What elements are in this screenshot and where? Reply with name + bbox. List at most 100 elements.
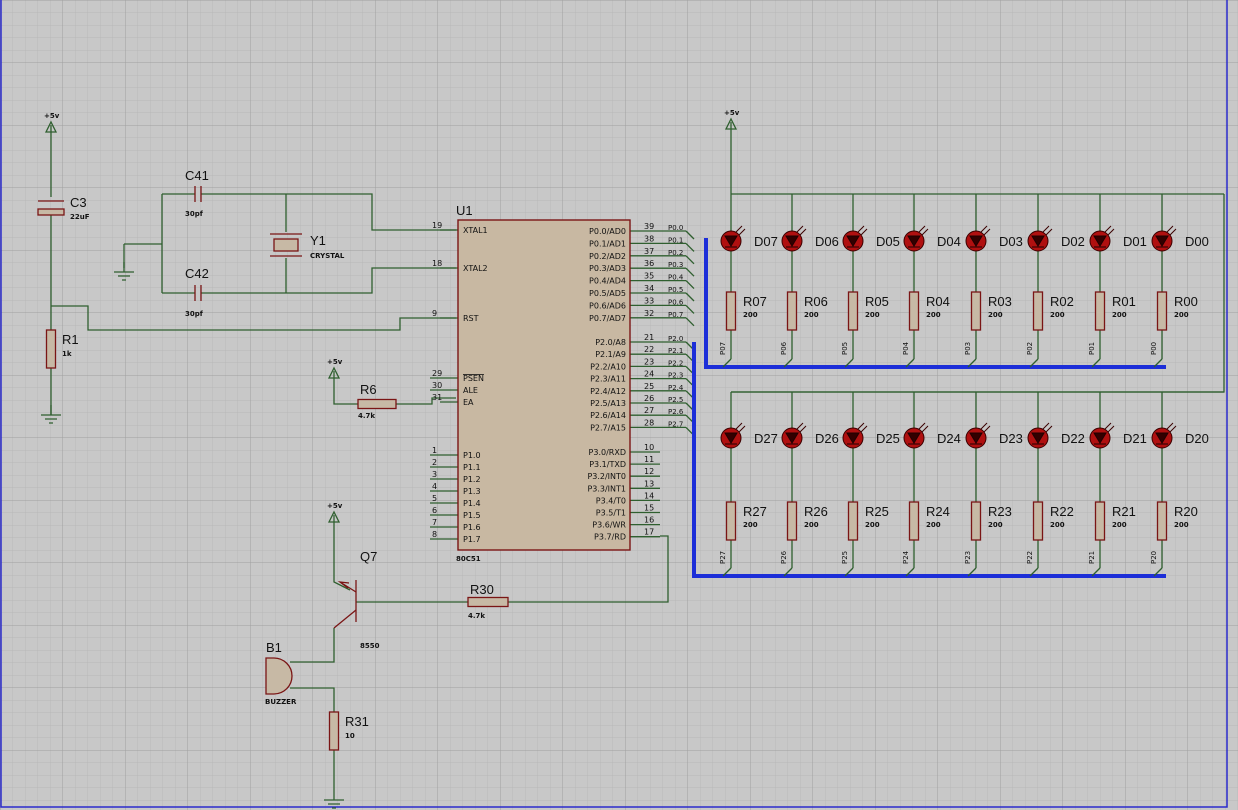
bus-entry [1029,358,1039,368]
chip-pin-number: 1 [432,446,437,455]
led-emission-arrows [980,422,991,433]
net-label: P22 [1026,551,1034,564]
chip-pin-name: P1.5 [463,511,481,520]
resistor-r26 [786,501,798,541]
led-diode-symbol [969,235,983,248]
resistor-ref: R21 [1112,504,1136,519]
led-emission-arrows [735,225,746,236]
led-emission-arrows [918,225,929,236]
chip-pin-number: 21 [644,333,654,342]
chip-pin-name: ALE [463,386,478,395]
chip-pin-number: 3 [432,470,437,479]
chip-pin-name: RST [463,314,479,323]
led-ref: D01 [1123,234,1147,249]
led-emission-arrows [796,225,807,236]
resistor-ref: R02 [1050,294,1074,309]
led-ref: D23 [999,431,1023,446]
bus-entry [722,567,732,577]
chip-part: 80C51 [456,555,481,563]
power-symbol-icon [44,120,58,138]
chip-pin-name: P1.4 [463,499,481,508]
chip-pin-number: 19 [432,221,442,230]
capacitor-c42 [194,285,202,301]
resistor-value: 200 [1112,521,1127,529]
chip-pin-name: P3.5/T1 [596,509,626,518]
resistor-value: 200 [988,311,1003,319]
led-ref: D07 [754,234,778,249]
r31-ref: R31 [345,714,369,729]
power-label: +5v [327,358,343,366]
resistor-r20 [1156,501,1168,541]
chip-pin-number: 16 [644,516,654,525]
ground-symbol-icon [324,790,344,809]
b1-value: BUZZER [265,698,297,706]
resistor-r31 [328,711,340,751]
chip-pin-name: P0.5/AD5 [589,289,626,298]
bus-entry [967,567,977,577]
bus-entry [1029,567,1039,577]
capacitor-c41 [194,186,202,202]
buzzer-leads [290,661,335,712]
led-ref: D06 [815,234,839,249]
c41-value: 30pf [185,210,204,218]
r6-ref: R6 [360,382,377,397]
resistor-value: 200 [804,521,819,529]
bus-entry [1091,358,1101,368]
led-ref: D26 [815,431,839,446]
capacitor-c3-plate-polar [37,208,65,216]
chip-pin-name: P1.7 [463,535,481,544]
power-symbol-icon [724,117,738,135]
chip-pin-number: 22 [644,345,654,354]
resistor-value: 200 [1174,521,1189,529]
chip-pin-number: 37 [644,247,654,256]
chip-pin-name: P0.2/AD2 [589,252,626,261]
power-label: +5v [327,502,343,510]
chip-pin-number: 13 [644,479,654,488]
bus-entry [967,358,977,368]
led-diode-symbol [846,432,860,445]
net-label: P20 [1150,551,1158,564]
wire-r6-left [333,384,358,405]
chip-pin-number: 38 [644,234,654,243]
c3-ref: C3 [70,195,87,210]
chip-pin-number: 28 [644,418,654,427]
led-ref: D24 [937,431,961,446]
resistor-ref: R20 [1174,504,1198,519]
chip-pin-name: P0.6/AD6 [589,301,626,310]
resistor-value: 200 [1174,311,1189,319]
bus-entry [1153,358,1163,368]
chip-pin-number: 17 [644,528,654,537]
bus-entry [844,567,854,577]
led-diode-symbol [969,432,983,445]
led-ref: D04 [937,234,961,249]
chip-pin-number: 18 [432,259,442,268]
chip-pin-name: P2.0/A8 [595,338,626,347]
chip-pin-number: 14 [644,491,654,500]
resistor-r27 [725,501,737,541]
bus-entry [685,242,695,252]
resistor-r1 [45,329,57,369]
r31-value: 10 [345,732,355,740]
resistor-r21 [1094,501,1106,541]
resistor-value: 200 [1050,311,1065,319]
chip-pin-name: P2.1/A9 [595,350,626,359]
bus-entry [685,230,695,240]
chip-pin-name: P0.1/AD1 [589,239,626,248]
led-emission-arrows [918,422,929,433]
resistor-value: 200 [804,311,819,319]
wires [50,135,1225,790]
net-label: P0.6 [668,298,684,306]
resistor-ref: R00 [1174,294,1198,309]
resistor-value: 200 [743,521,758,529]
chip-pin-name: P1.0 [463,451,481,460]
resistor-r06 [786,291,798,331]
r30-value: 4.7k [468,612,485,620]
chip-pin-name: XTAL1 [463,226,488,235]
led-diode-symbol [1155,235,1169,248]
resistor-r25 [847,501,859,541]
y1-ref: Y1 [310,233,326,248]
net-label: P23 [964,551,972,564]
led-diode-symbol [785,235,799,248]
resistor-r02 [1032,291,1044,331]
